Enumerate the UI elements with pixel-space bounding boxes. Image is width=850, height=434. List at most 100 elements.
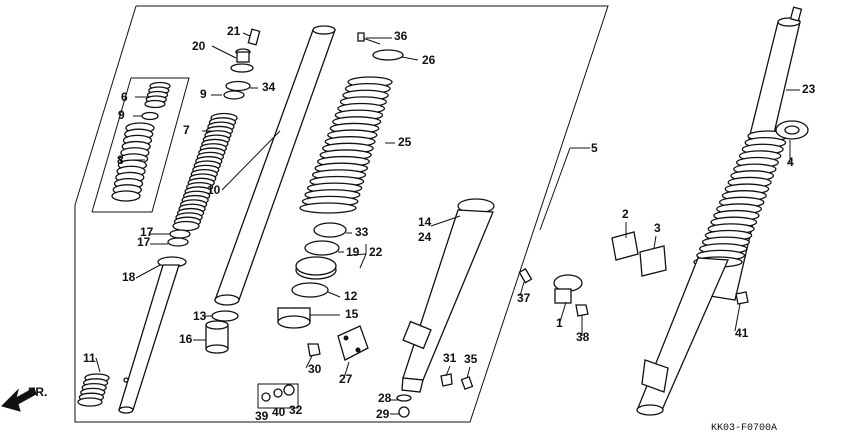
callout-c41: 41 [735, 326, 749, 340]
oil-lock-piece [211, 310, 239, 322]
o-ring [225, 80, 251, 92]
callout-c32: 32 [289, 403, 303, 417]
spring-collar [144, 81, 171, 109]
callout-c34: 34 [262, 80, 276, 94]
spring-subassembly-box [91, 77, 190, 213]
callout-c39: 39 [255, 409, 269, 423]
callout-c21: 21 [227, 24, 241, 38]
washer [141, 111, 159, 121]
leader-line [359, 253, 367, 269]
leader-line [401, 56, 419, 61]
washer [223, 90, 245, 100]
callout-c35: 35 [464, 352, 478, 366]
callout-c24: 24 [418, 230, 432, 244]
dust-seal [313, 222, 347, 238]
callout-c5: 5 [591, 141, 598, 155]
callout-c29: 29 [376, 407, 390, 421]
callout-c9b: 9 [200, 87, 207, 101]
callout-c10: 10 [207, 183, 221, 197]
spring-coil [172, 220, 200, 232]
cable-guide [639, 245, 667, 277]
callout-c15: 15 [345, 307, 359, 321]
spring-coil [144, 99, 166, 109]
brake-hose-clamp [553, 274, 583, 304]
drain-bolt [440, 373, 453, 387]
callout-c25: 25 [398, 135, 412, 149]
callout-c31: 31 [443, 351, 457, 365]
leader-line [221, 130, 281, 191]
leader-line [351, 253, 367, 256]
callout-c17a: 17 [140, 225, 154, 239]
callout-c12: 12 [344, 289, 358, 303]
callout-c22: 22 [369, 245, 383, 259]
leader-line [343, 361, 350, 379]
leader-line [305, 355, 313, 369]
leader-line [430, 215, 461, 227]
lower-spring [111, 122, 155, 202]
callout-c23: 23 [802, 82, 816, 96]
figure-code: KK03-F0700A [711, 423, 777, 434]
leader-line [211, 45, 237, 59]
callout-c7: 7 [183, 123, 190, 137]
fork-spring [172, 112, 238, 232]
leader-line [95, 357, 101, 373]
socket-bolt-washer [396, 394, 412, 402]
leader-line [242, 32, 251, 37]
fork-boot [299, 76, 393, 214]
callout-c28: 28 [378, 391, 392, 405]
leader-line [559, 301, 567, 323]
socket-bolt [398, 406, 410, 418]
callout-c37: 37 [517, 291, 531, 305]
boot-band [372, 49, 404, 61]
callout-c9a: 9 [118, 108, 125, 122]
front-arrow-label: FR. [28, 385, 47, 399]
guide-bushing [277, 307, 311, 329]
leader-line [135, 264, 161, 279]
callout-c20: 20 [192, 39, 206, 53]
oil-seal [295, 256, 337, 280]
hose-bracket [611, 231, 639, 261]
spring-coil [111, 190, 141, 202]
bottom-spring [77, 373, 110, 407]
bracket-nuts [257, 383, 299, 409]
callout-c19: 19 [346, 245, 360, 259]
callout-c13: 13 [193, 309, 207, 323]
band-screw [357, 32, 365, 42]
callout-c38: 38 [576, 330, 590, 344]
leader-line [734, 303, 741, 332]
callout-c4: 4 [787, 155, 794, 169]
damper-rod [118, 256, 187, 414]
clamp-bolt [518, 267, 533, 284]
callout-c36: 36 [394, 29, 408, 43]
fork-reflector-bracket [775, 120, 809, 140]
piston-ring [167, 237, 189, 247]
leader-line [539, 147, 571, 231]
leader-line [445, 365, 451, 377]
callout-c14: 14 [418, 215, 432, 229]
fork-pipe [214, 25, 336, 306]
callout-c3: 3 [654, 221, 661, 235]
piston-ring [169, 229, 191, 239]
fork-slider [401, 198, 495, 393]
fork-cap-bolt [230, 28, 261, 73]
clamp-nut [575, 304, 589, 317]
assembled-fork-boot [693, 130, 789, 268]
stopper-ring [304, 240, 340, 256]
assembly-boundary [74, 5, 609, 423]
callout-c11: 11 [83, 351, 96, 365]
back-up-ring [291, 282, 329, 298]
callout-c2: 2 [622, 207, 629, 221]
spring-coil [77, 397, 103, 407]
boot-fold [299, 202, 357, 214]
callout-c1: 1 [556, 316, 563, 330]
callout-c40: 40 [272, 405, 286, 419]
leader-line [653, 235, 657, 249]
callout-c33: 33 [355, 225, 369, 239]
callout-c30: 30 [308, 362, 322, 376]
leader-line [519, 281, 525, 297]
callout-c6: 6 [121, 90, 128, 104]
drain-washer [460, 376, 474, 390]
leader-line [466, 366, 471, 379]
bolt [735, 291, 749, 305]
